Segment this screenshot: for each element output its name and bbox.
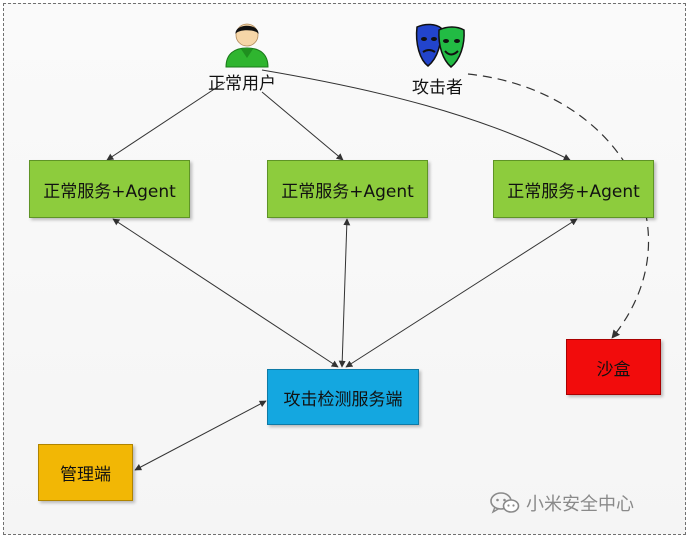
user-icon <box>225 23 269 68</box>
sandbox-box: 沙盒 <box>566 339 661 395</box>
user-label: 正常用户 <box>208 74 276 94</box>
theater-masks-icon <box>415 23 465 68</box>
service-agent-box-1: 正常服务+Agent <box>29 160 190 218</box>
service-agent-box-3: 正常服务+Agent <box>493 160 654 218</box>
edge-user-to-service-3 <box>261 69 571 161</box>
watermark-text: 小米安全中心 <box>526 494 634 515</box>
edge-service-3-detection <box>345 218 578 368</box>
edge-service-1-detection <box>112 218 339 368</box>
wechat-icon <box>490 492 520 514</box>
management-box: 管理端 <box>38 444 133 501</box>
attacker-label: 攻击者 <box>412 78 463 98</box>
edge-user-to-service-2 <box>261 91 344 161</box>
service-agent-box-2: 正常服务+Agent <box>267 160 428 218</box>
edge-user-to-service-1 <box>106 81 226 161</box>
watermark: 小米安全中心 <box>490 490 634 516</box>
edge-detection-management <box>134 400 267 471</box>
edge-service-2-detection <box>338 218 351 368</box>
detection-server-box: 攻击检测服务端 <box>267 369 419 425</box>
